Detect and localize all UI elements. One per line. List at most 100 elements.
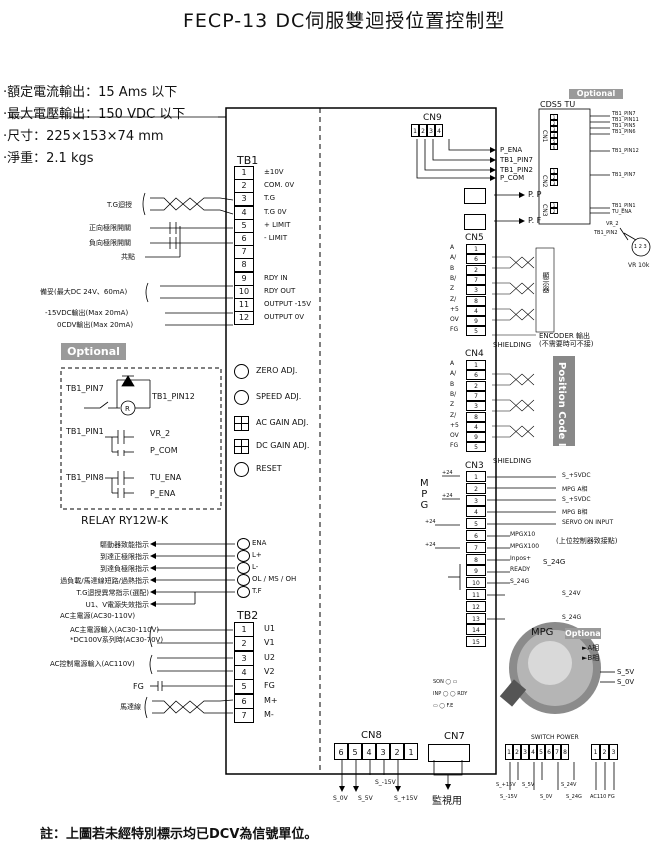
cn5-pin-label: Z: [450, 285, 455, 293]
cds5-pin: 6: [550, 144, 558, 150]
adjust-label: ZERO ADJ.: [256, 366, 298, 375]
relay-label-tb1-pin7: TB1_PIN7: [66, 384, 104, 393]
switch-pin: 5: [537, 744, 545, 760]
cn3-pin: 5: [466, 518, 486, 530]
led-label: L-: [252, 563, 259, 571]
adjust-gain-icon[interactable]: [234, 416, 249, 431]
cn4-pin-number: 8: [466, 411, 486, 422]
cn3-pin: 14: [466, 624, 486, 636]
cn3-pin: 12: [466, 600, 486, 612]
adjust-knob-icon[interactable]: [234, 462, 249, 477]
adjust-row: ZERO ADJ.: [234, 364, 324, 380]
sw-sm15v: S_-15V: [500, 794, 518, 800]
led-icon: [237, 550, 250, 562]
cds5-signal-tb1-pin7: TB1_PIN7: [612, 111, 636, 117]
tb2-pin-number: 5: [234, 679, 254, 695]
spec-voltage: ‧最大電壓輸出：150 VDC 以下: [3, 107, 186, 122]
cn3-pin: 13: [466, 612, 486, 624]
switch-pin: 8: [561, 744, 569, 760]
led-row: L+: [237, 550, 317, 562]
cn3-pin: 15: [466, 636, 486, 648]
cds5-signal-tb1-pin1: TB1_PIN1: [612, 203, 636, 209]
cn3-signal: S_24G: [510, 578, 530, 586]
led-row: T.F: [237, 586, 317, 598]
p24-label-4: +24: [425, 542, 436, 548]
tb1-pin-signal: OUTPUT -15V: [264, 300, 311, 308]
negative-limit-label: 負向極限開關: [89, 239, 131, 247]
cn4-pin-label: A: [450, 360, 455, 367]
cds5-cn1-label: CN1: [541, 130, 548, 143]
tb1-pin-signal: COM. 0V: [264, 181, 295, 190]
relay-label-tb1-pin1: TB1_PIN1: [66, 427, 104, 436]
cn9-pin: 3: [427, 124, 435, 137]
adjust-gain-icon[interactable]: [234, 439, 249, 454]
tb1-row: 1±10V: [234, 166, 324, 180]
tb1-pin-signal: ±10V: [264, 168, 284, 176]
tb1-pin-number: 3: [234, 192, 254, 207]
cn5-title: CN5: [465, 233, 484, 243]
mpg-letters: M P G: [420, 478, 429, 511]
cds5-pin: 3: [550, 126, 558, 132]
adjust-knob-icon[interactable]: [234, 390, 249, 405]
led-row: ENA: [237, 538, 317, 550]
cn3-signal: READY: [510, 566, 531, 574]
position-code-input-band: [553, 356, 575, 446]
tb1-pin-number: 2: [234, 179, 254, 194]
tb1-pin-signal: T.G 0V: [264, 207, 287, 216]
switch-pin: 3: [521, 744, 529, 760]
cn3-pin: 6: [466, 530, 486, 541]
pf-port: [464, 214, 486, 230]
cn5-pin-number: 2: [466, 264, 486, 275]
tb2-pin-signal: FG: [264, 681, 275, 691]
cn8-pin: 3: [376, 743, 390, 760]
icon-cross-h: [235, 446, 248, 447]
sw-ac110-fg: AC110 FG: [590, 794, 615, 800]
status-row-fe: ▭ ◯ F.E: [433, 703, 454, 709]
ac-main-power-label: AC主電源(AC30-110V): [60, 612, 136, 620]
adjust-knob-icon[interactable]: [234, 364, 249, 379]
cn5-pin-label: B: [450, 264, 455, 272]
cn8-s15v: S_+15V: [394, 795, 418, 802]
cds5-cn2-label: CN2: [541, 175, 548, 188]
cn5-pin-label: +5: [450, 305, 459, 313]
tb2-pin-number: 1: [234, 622, 254, 637]
tb2-title: TB2: [237, 609, 259, 622]
cn9-signal-pcom: P_COM: [500, 174, 525, 182]
cn3-pin: 9: [466, 565, 486, 577]
common-label: 共點: [121, 253, 135, 261]
display-label: 顯示器: [542, 272, 550, 293]
cn5-row: A/6: [450, 254, 490, 265]
cn4-pin-label: FG: [450, 442, 459, 450]
tb1-pin-signal: RDY IN: [264, 273, 288, 282]
cds5-cn3-signals: TB1_PIN1 TU_ENA: [612, 203, 636, 215]
cn4-pin-label: Z/: [450, 411, 457, 419]
cn5-row: B/7: [450, 274, 490, 285]
icon-cross-h: [235, 423, 248, 424]
cn4-pin-label: OV: [450, 432, 459, 440]
tg-feedback-label: T.G迴授: [107, 201, 133, 209]
p24-label-2: +24: [442, 493, 453, 499]
sw-s5v: S_5V: [522, 782, 535, 788]
cn8-title: CN8: [361, 730, 382, 741]
tb1-pin-number: 9: [234, 271, 254, 286]
cn5-pin-label: A/: [450, 254, 457, 262]
cn9-title: CN9: [423, 113, 442, 123]
cn3-signal: MPGX10: [510, 531, 536, 538]
cn8-pin: 4: [362, 743, 376, 760]
relay-label-vr2: VR_2: [150, 429, 171, 438]
cn4-row: A/6: [450, 370, 490, 381]
cn4-row: B/7: [450, 390, 490, 401]
tb2-pin-number: 3: [234, 650, 254, 666]
led-label: OL / MS / OH: [252, 575, 297, 583]
adjust-label: SPEED ADJ.: [256, 392, 302, 401]
